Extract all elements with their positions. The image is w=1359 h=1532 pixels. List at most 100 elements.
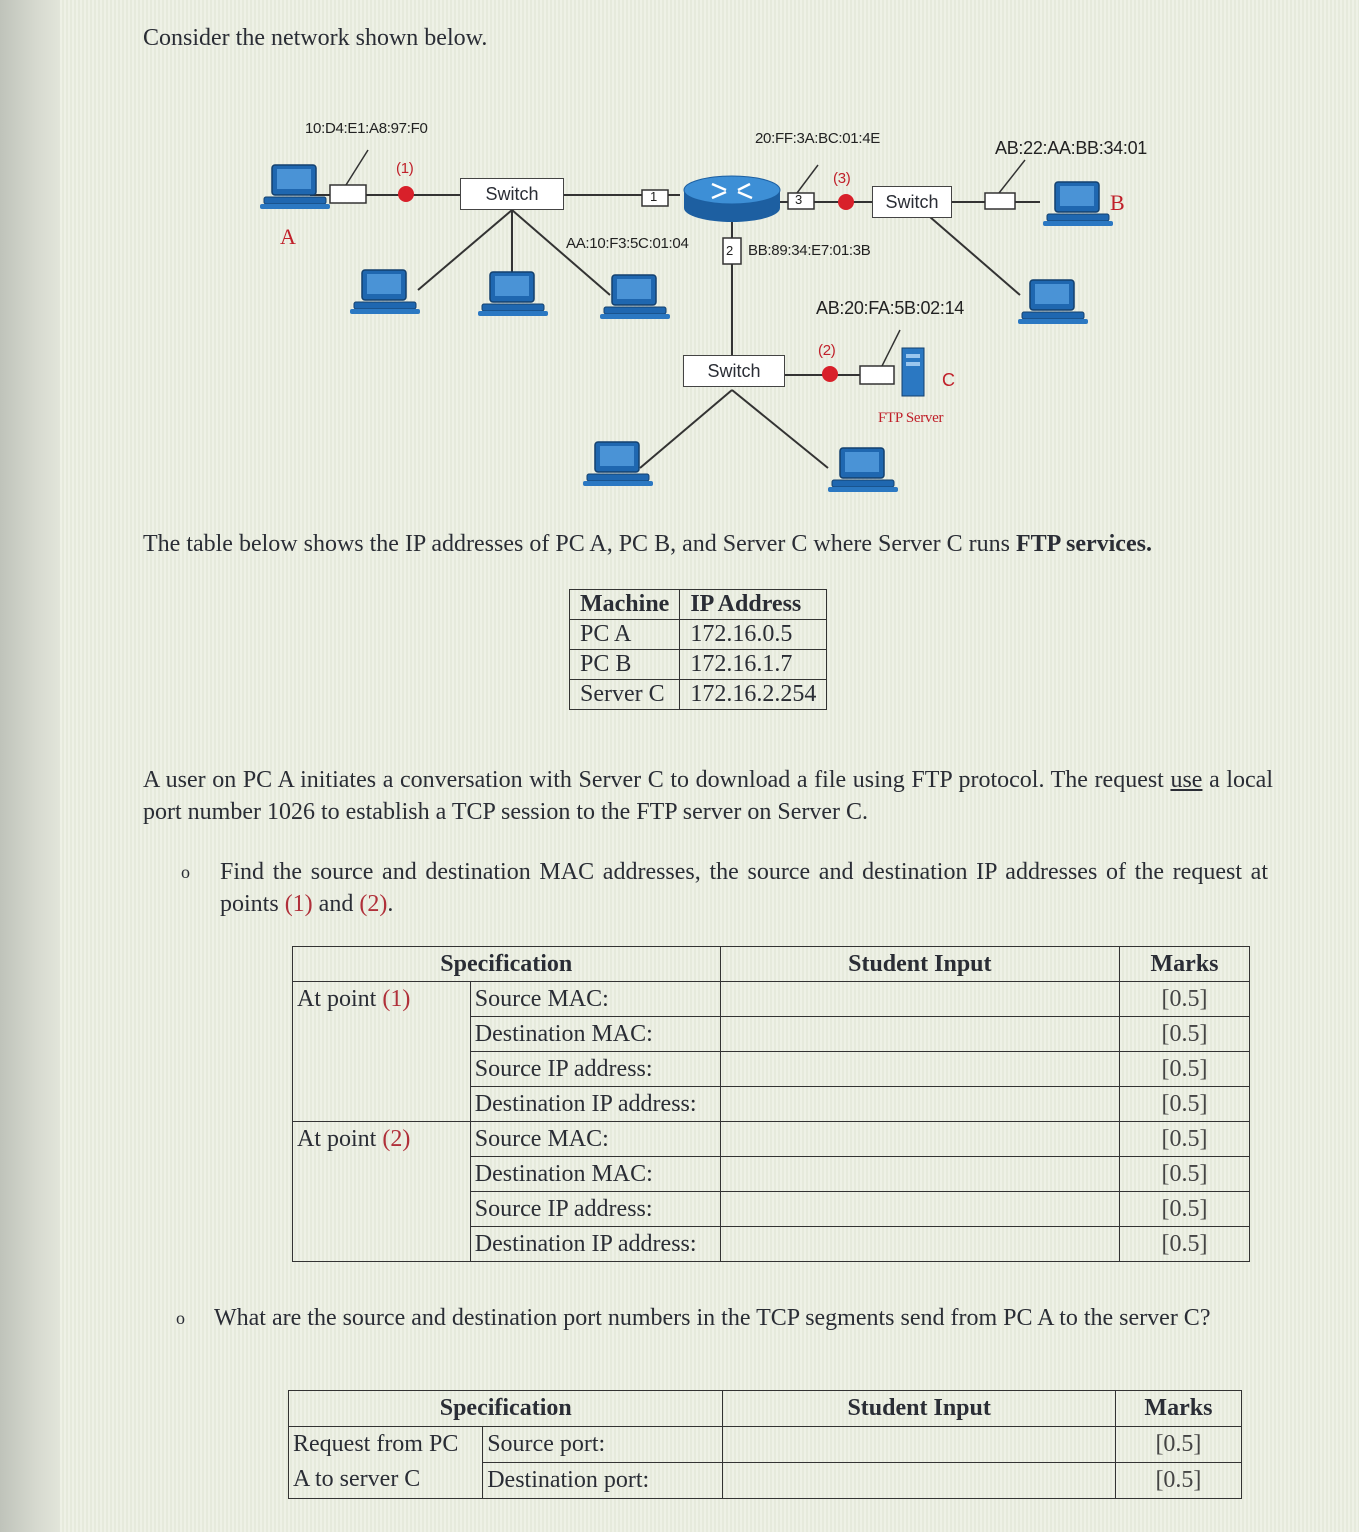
network-diagram: Switch Switch Switch 10:D4:E1:A8:97:F0 (… [250,110,1190,510]
host-c-label: C [942,370,955,390]
student-input-cell[interactable] [719,1086,1121,1122]
router-icon [683,175,781,222]
bullet-icon: o [181,862,190,882]
point-1-label: (1) [396,160,414,177]
marks-cell: [0.5] [1119,1191,1250,1227]
mac-label-router-top: 20:FF:3A:BC:01:4E [755,130,880,147]
paragraph-underlined: use [1170,767,1203,793]
table-header-row: Specification Student Input Marks [287,1390,1243,1427]
question-2: What are the source and destination port… [214,1305,1211,1331]
switch-left: Switch [460,178,564,210]
group-label-text: Request from PC [293,1431,459,1457]
student-input-cell[interactable] [719,1016,1121,1052]
student-input-cell[interactable] [722,1462,1116,1499]
table-row: Destination IP address: [0.5] [293,1226,1250,1262]
student-input-cell[interactable] [719,1051,1121,1087]
table-row: Source IP address: [0.5] [293,1191,1250,1227]
paragraph-text: A user on PC A initiates a conversation … [143,767,1171,793]
table-row: PC B 172.16.1.7 [568,649,828,680]
column-header: IP Address [679,589,828,620]
field-label: Source MAC: [469,1121,721,1157]
marks-cell: [0.5] [1119,1156,1250,1192]
switch-right: Switch [872,186,952,218]
question-1: Find the source and destination MAC addr… [220,856,1268,921]
student-input-cell[interactable] [719,1156,1121,1192]
table-cell: 172.16.0.5 [679,619,828,650]
marks-cell: [0.5] [1119,981,1250,1017]
port-3-label: 3 [795,192,802,207]
host-a-label: A [280,224,296,249]
network-diagram-svg [259,149,1114,493]
document-page [60,0,1359,1532]
answer-table-1: Specification Student Input Marks At poi… [292,946,1250,1262]
answer-table-2: Specification Student Input Marks Reques… [287,1390,1243,1499]
student-input-cell[interactable] [719,1191,1121,1227]
column-header: Specification [292,946,721,982]
column-header: Machine [568,589,681,620]
bullet-icon: o [176,1308,185,1328]
column-header: Student Input [719,946,1121,982]
question-text: . [387,891,394,918]
ftp-server-label: FTP Server [878,410,944,426]
field-label: Destination IP address: [469,1226,721,1262]
field-label: Source port: [482,1426,724,1463]
screen-bezel [0,0,60,1532]
capture-points [398,186,854,382]
table-cell: PC B [568,649,681,680]
host-b-label: B [1110,190,1125,215]
ftp-server-icon [901,347,925,397]
field-label: Destination IP address: [469,1086,721,1122]
question-text: and [312,891,360,918]
switch-bottom: Switch [683,355,785,387]
marks-cell: [0.5] [1114,1426,1243,1463]
marks-cell: [0.5] [1119,1121,1250,1157]
column-header: Marks [1119,946,1250,982]
table-cell: Server C [568,679,681,710]
nic-boxes [329,184,1016,385]
caption-bold: FTP services. [1015,531,1152,557]
caption-text: The table below shows the IP addresses o… [143,531,1016,557]
field-label: Destination MAC: [469,1156,721,1192]
group-label-text: At point [297,1126,383,1152]
field-label: Destination MAC: [469,1016,721,1052]
table-row: Destination IP address: [0.5] [293,1086,1250,1122]
point-3-label: (3) [833,170,851,187]
field-label: Destination port: [482,1462,724,1499]
mac-label-router-2: BB:89:34:E7:01:3B [748,242,871,259]
field-label: Source MAC: [469,981,721,1017]
mac-label-router-1: AA:10:F3:5C:01:04 [566,235,689,252]
group-label: At point (2) [292,1121,471,1262]
point-ref: (1) [284,891,313,918]
port-2-label: 2 [726,243,733,258]
mac-label-a: 10:D4:E1:A8:97:F0 [305,120,428,137]
point-ref: (2) [359,891,388,918]
table-row: Server C 172.16.2.254 [568,679,828,710]
table-row: At point (2) Source MAC: [0.5] [292,1121,1250,1262]
student-input-cell[interactable] [719,981,1121,1017]
port-1-label: 1 [650,189,657,204]
question-text: Find the source and destination MAC addr… [220,859,1268,918]
table-header-row: Machine IP Address [568,589,828,620]
table-row: Destination port: [0.5] [289,1462,1243,1499]
column-header: Specification [287,1390,724,1427]
ip-address-table: Machine IP Address PC A 172.16.0.5 PC B … [568,589,828,710]
scenario-paragraph: A user on PC A initiates a conversation … [143,764,1273,829]
point-ref: (2) [382,1126,411,1152]
column-header: Marks [1114,1390,1243,1427]
table-header-row: Specification Student Input Marks [292,946,1250,982]
marks-cell: [0.5] [1119,1226,1250,1262]
intro-text: Consider the network shown below. [143,25,488,51]
marks-cell: [0.5] [1114,1462,1243,1499]
student-input-cell[interactable] [719,1121,1121,1157]
table-row: PC A 172.16.0.5 [568,619,828,650]
column-header: Student Input [722,1390,1116,1427]
table-cell: 172.16.2.254 [679,679,828,710]
point-2-label: (2) [818,342,836,359]
table-cell: 172.16.1.7 [679,649,828,680]
pc-icons [259,164,1114,493]
student-input-cell[interactable] [722,1426,1116,1463]
student-input-cell[interactable] [719,1226,1121,1262]
mac-label-b: AB:22:AA:BB:34:01 [995,138,1148,158]
